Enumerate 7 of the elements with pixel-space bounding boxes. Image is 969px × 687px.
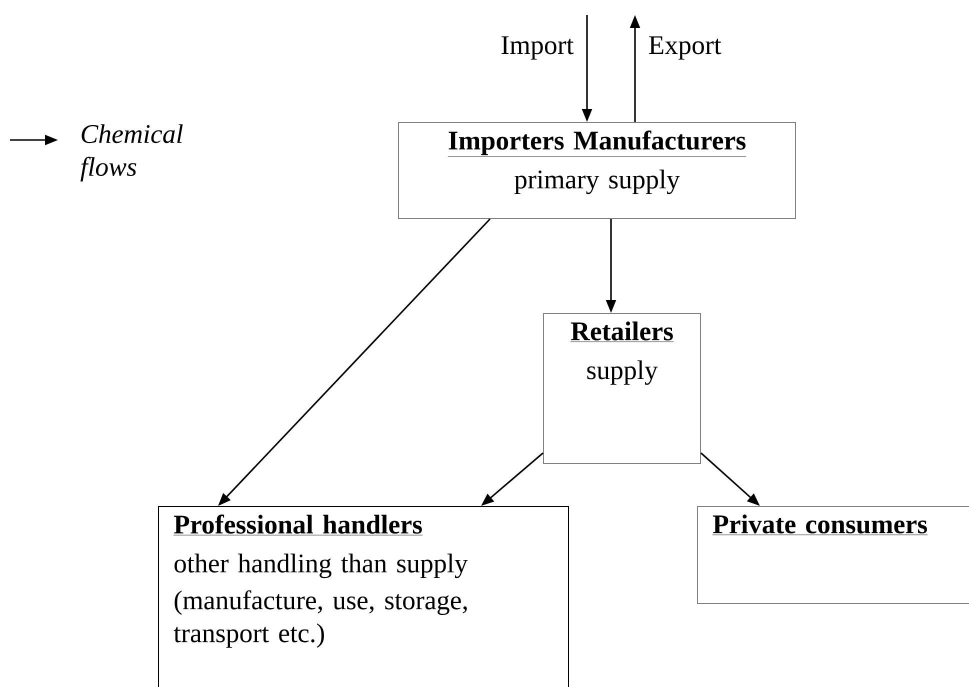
importers-box: Importers Manufacturers primary supply bbox=[398, 122, 796, 219]
edge-label: Import bbox=[498, 34, 576, 62]
legend-text: Chemical flows bbox=[80, 124, 183, 182]
retailers-box: Retailers supply bbox=[543, 313, 701, 464]
edge-label: Export bbox=[646, 34, 724, 62]
handlers-box: Professional handlers other handling than supply (manufacture, use, storage, transport etc.) bbox=[158, 506, 569, 687]
consumers-box: Private consumers bbox=[697, 506, 969, 604]
